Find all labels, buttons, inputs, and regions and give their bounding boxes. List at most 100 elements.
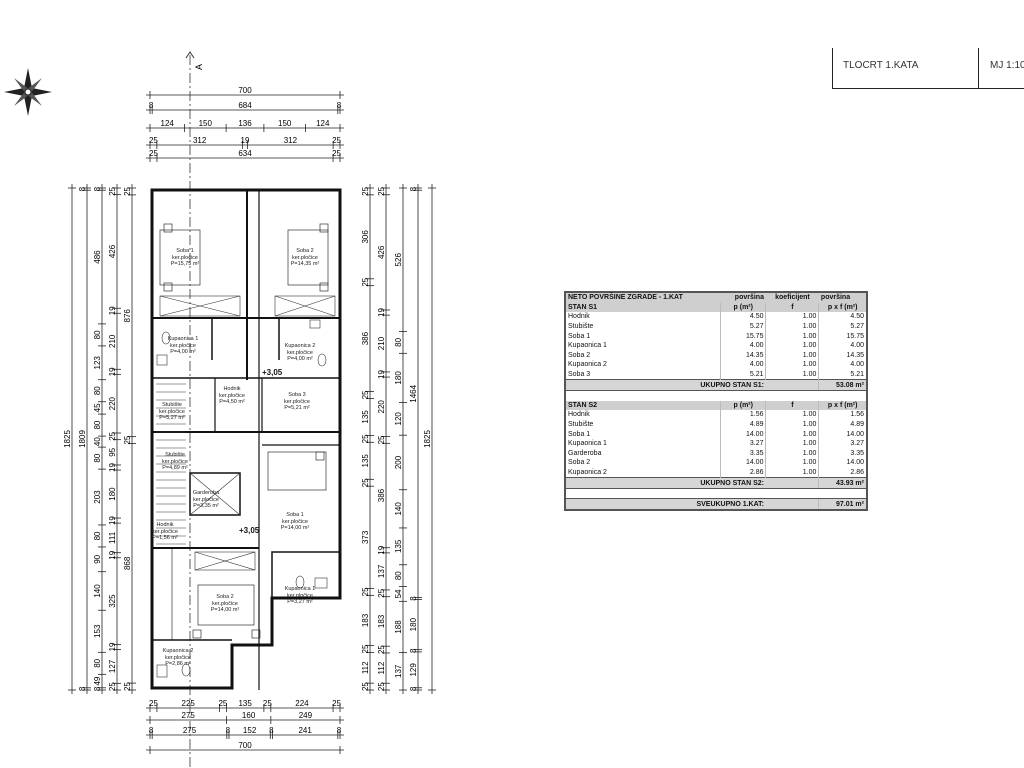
table-cell: Garderoba: [568, 449, 602, 457]
dimension-label: 180: [394, 371, 403, 385]
table-cell: 53.08 m²: [818, 379, 867, 391]
room-finish: ker.pločice: [282, 518, 308, 525]
room-area: P=1,56 m²: [152, 535, 178, 541]
wardrobes: [159, 295, 336, 571]
table-cell: 14.00: [818, 458, 867, 468]
dimension-label: 25: [123, 186, 132, 195]
table-cell: Hodnik: [568, 313, 590, 321]
table-cell: STAN S2: [565, 400, 721, 411]
dimension-label: 8: [226, 726, 231, 735]
dimension-label: 25: [149, 699, 158, 708]
table-cell: Stubište: [568, 323, 594, 331]
room-finish: ker.pločice: [165, 654, 191, 661]
dimension-label: 275: [183, 726, 197, 735]
dimension-label: 80: [93, 453, 102, 462]
dimension-chain: 700: [146, 86, 344, 99]
dimension-label: 325: [108, 594, 117, 608]
dimension-label: 373: [361, 530, 370, 544]
table-cell: Soba 1: [568, 332, 591, 340]
table-cell: 4.00: [719, 360, 766, 370]
dimension-label: 8: [409, 686, 418, 691]
dimension-label: 54: [394, 589, 403, 598]
dimension-label: 90: [93, 554, 102, 563]
dimension-label: 426: [377, 245, 386, 259]
dimension-label: 426: [108, 244, 117, 258]
dimension-label: 150: [278, 119, 292, 128]
dimension-label: 25: [149, 136, 158, 145]
drawing-title: TLOCRT 1.KATA: [843, 60, 919, 71]
table-cell: 97.01 m²: [818, 498, 867, 511]
dimension-label: 49: [93, 676, 102, 685]
room-area: P=14,00 m²: [210, 607, 240, 613]
table-cell: 1.00: [765, 448, 819, 459]
dimension-label: 25: [361, 478, 370, 487]
dimension-label: 25: [108, 682, 117, 691]
table-cell: p x f (m²): [818, 302, 867, 313]
dimension-label: 80: [93, 658, 102, 667]
table-cell: 14.35: [818, 350, 867, 361]
table-cell: [765, 498, 819, 511]
unit-total-row: UKUPNO STAN S2:43.93 m²: [565, 477, 867, 489]
table-cell: [565, 488, 867, 499]
dimension-label: 225: [182, 699, 196, 708]
room-name: Stubište: [165, 452, 185, 458]
dimension-label: 19: [241, 136, 250, 145]
dimension-label: 25: [377, 682, 386, 691]
table-cell: 3.27: [818, 438, 867, 449]
table-cell: UKUPNO STAN S1:: [565, 379, 766, 391]
table-cell: 2.86: [818, 467, 867, 478]
table-cell: 3.35: [818, 448, 867, 459]
dimension-label: 19: [108, 306, 117, 315]
dimension-label: 112: [377, 661, 386, 674]
dimension-label: 140: [394, 502, 403, 516]
table-cell: 1.00: [765, 321, 819, 332]
dimension-label: 137: [394, 664, 403, 678]
dimension-label: 135: [394, 539, 403, 553]
dimension-label: 25: [377, 645, 386, 654]
table-cell: Stubište: [568, 421, 594, 429]
table-cell: Soba 1: [568, 430, 591, 438]
dimension-label: 220: [377, 400, 386, 414]
unit-total-row: UKUPNO STAN S1: 53.08 m²: [565, 379, 867, 391]
dimension-label: 210: [377, 336, 386, 350]
table-cell: Kupaonica 2: [568, 361, 607, 369]
dimension-label: 8: [78, 686, 87, 691]
room-finish: ker.pločice: [287, 592, 313, 599]
table-cell: 1.56: [818, 410, 867, 420]
table-cell: f: [765, 302, 819, 313]
room-area: P=3,27 m²: [287, 599, 313, 605]
room-name: Soba 1: [176, 248, 194, 254]
table-cell: 1.56: [719, 410, 766, 420]
dimension-label: 152: [243, 726, 257, 735]
table-cell: Kupaonica 1: [568, 342, 607, 350]
dimension-label: 8: [269, 726, 274, 735]
dimension-label: 19: [108, 642, 117, 651]
room-name: Kupaonica 1: [284, 586, 316, 592]
dimension-label: 40: [93, 437, 102, 446]
col-title: površina: [818, 292, 867, 303]
dimension-label: 19: [108, 550, 117, 559]
room-area: P=5,21 m²: [284, 405, 310, 411]
dimension-label: 700: [238, 741, 252, 750]
dimension-label: 486: [93, 250, 102, 264]
table-cell: f: [765, 400, 819, 411]
col-title: površina: [720, 292, 766, 303]
dimension-label: 203: [93, 490, 102, 504]
dimension-label: 19: [377, 308, 386, 317]
dimension-label: 111: [108, 531, 117, 544]
table-cell: [565, 390, 867, 400]
